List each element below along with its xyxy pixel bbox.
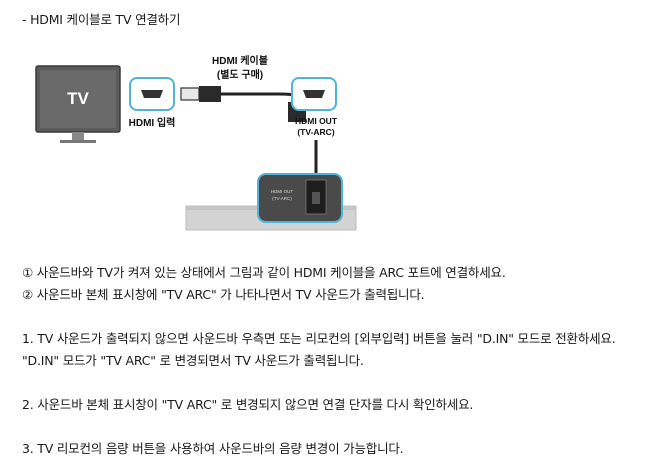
tv-label: TV bbox=[67, 89, 89, 108]
soundbar-hdmi-out-port bbox=[291, 77, 337, 111]
hdmi-cable bbox=[180, 86, 306, 122]
hdmi-input-label: HDMI 입력 bbox=[129, 116, 176, 129]
hdmi-out-label-2: (TV-ARC) bbox=[297, 127, 334, 137]
port-label-1: HDMI OUT bbox=[271, 189, 293, 194]
note-1-continued: "D.IN" 모드가 "TV ARC" 로 변경되면서 TV 사운드가 출력됩니… bbox=[22, 353, 364, 368]
section-heading: - HDMI 케이블로 TV 연결하기 bbox=[22, 12, 181, 27]
step-2: ② 사운드바 본체 표시창에 "TV ARC" 가 나타나면서 TV 사운드가 … bbox=[22, 287, 425, 302]
soundbar-illustration: HDMI OUT (TV-ARC) bbox=[185, 173, 357, 231]
hdmi-out-label-1: HDMI OUT bbox=[295, 116, 338, 126]
port-label-2: (TV-ARC) bbox=[272, 196, 292, 201]
note-2: 2. 사운드바 본체 표시창이 "TV ARC" 로 변경되지 않으면 연결 단… bbox=[22, 397, 474, 412]
hdmi-port-icon bbox=[303, 90, 325, 98]
note-1: 1. TV 사운드가 출력되지 않으면 사운드바 우측면 또는 리모컨의 [외부… bbox=[22, 331, 616, 346]
cable-label-1: HDMI 케이블 bbox=[212, 54, 268, 67]
note-3: 3. TV 리모컨의 음량 버튼을 사용하여 사운드바의 음량 변경이 가능합니… bbox=[22, 441, 404, 456]
tv-illustration: TV bbox=[35, 65, 121, 143]
hdmi-connection-diagram: TV HDMI 입력 HDMI 케이블 (별도 구매) HDMI OUT (TV… bbox=[35, 54, 357, 231]
step-1: ① 사운드바와 TV가 켜져 있는 상태에서 그림과 같이 HDMI 케이블을 … bbox=[22, 265, 506, 280]
cable-label-2: (별도 구매) bbox=[217, 68, 263, 81]
hdmi-port-icon bbox=[141, 90, 163, 98]
tv-hdmi-input-port bbox=[129, 77, 175, 111]
